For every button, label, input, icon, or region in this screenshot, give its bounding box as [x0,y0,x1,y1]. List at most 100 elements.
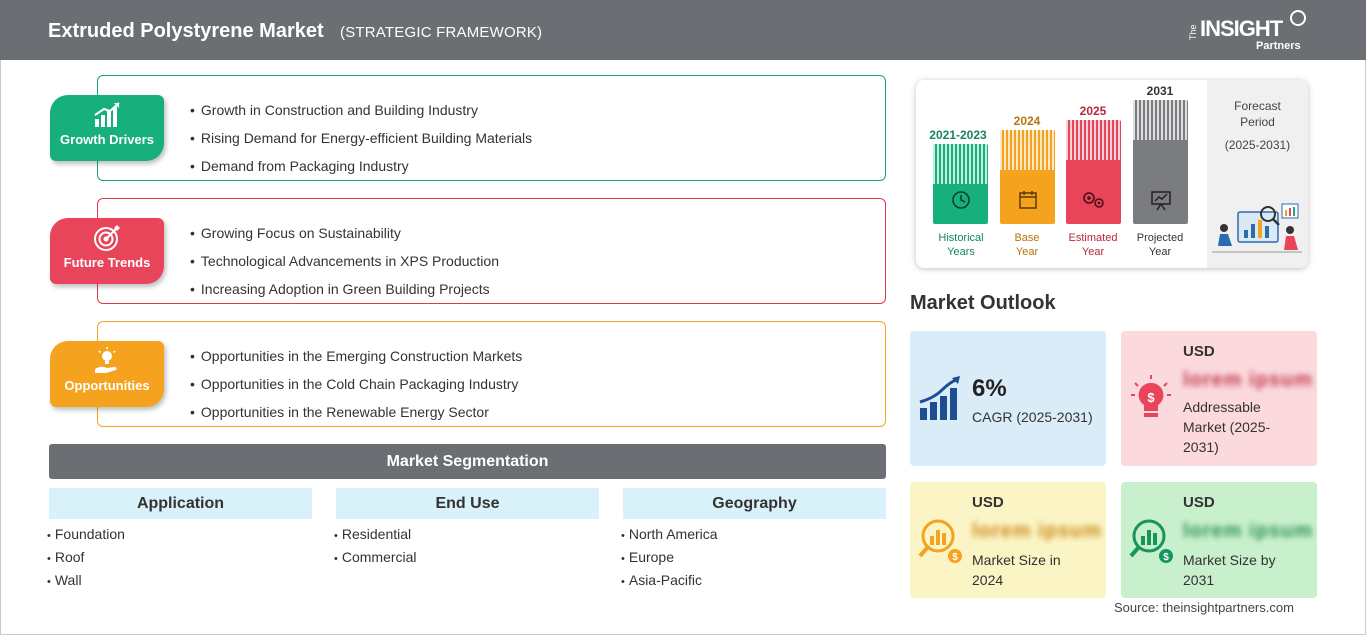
list-item: Foundation [47,524,125,547]
logo-ring-icon [1290,10,1306,26]
dollar-bulb-icon: $ [1129,375,1173,428]
currency-label: USD [972,494,1004,511]
bar-stripes [933,144,988,184]
dollar-chart-magnifier-icon: $ [1129,516,1175,569]
list-item: Technological Advancements in XPS Produc… [190,247,499,275]
addressable-value-blurred: lorem ipsum [1183,369,1313,391]
svg-text:$: $ [1147,390,1155,405]
logo-the: The [1188,24,1198,40]
label-estimated: Estimated Year [1058,231,1128,259]
badge-label: Growth Drivers [60,132,154,147]
currency-label: USD [1183,494,1215,511]
market-outlook-title: Market Outlook [910,292,1056,314]
future-trends-panel: Growing Focus on Sustainability Technolo… [97,198,886,304]
list-item: Growing Focus on Sustainability [190,219,499,247]
presentation-board-icon [1149,189,1173,216]
badge-label: Future Trends [63,255,151,270]
desc-line: Addressable [1183,399,1261,415]
opportunities-panel: Opportunities in the Emerging Constructi… [97,321,886,427]
dollar-chart-magnifier-icon: $ [918,516,964,569]
list-item: Rising Demand for Energy-efficient Build… [190,124,532,152]
segment-heading-application: Application [49,488,312,519]
currency-label: USD [1183,343,1215,360]
cagr-value: 6% [972,375,1007,402]
market-size-2024-card: USD $ lorem ipsum Market Size in 2024 [910,482,1106,598]
list-item: Commercial [334,547,417,570]
cagr-label: CAGR (2025-2031) [972,409,1093,425]
opportunities-list: Opportunities in the Emerging Constructi… [190,342,522,426]
logo-insight: INSIGHT [1200,16,1283,41]
label-historical: Historical Years [926,231,996,259]
label-line: Historical [938,232,984,244]
desc-line: Market (2025- [1183,419,1271,435]
application-list: Foundation Roof Wall [47,524,125,593]
desc-line: 2024 [972,572,1004,588]
list-item: Opportunities in the Cold Chain Packagin… [190,370,522,398]
calendar-icon [1017,189,1039,216]
list-item: Increasing Adoption in Green Building Pr… [190,275,499,303]
segment-heading-geography: Geography [623,488,886,519]
label-line: Estimated [1068,232,1118,244]
target-icon [50,224,164,254]
bar-estimated [1066,120,1121,224]
future-trends-list: Growing Focus on Sustainability Technolo… [190,219,499,303]
growth-drivers-panel: Growth in Construction and Building Indu… [97,75,886,181]
list-item: Growth in Construction and Building Indu… [190,96,532,124]
header-bar: Extruded Polystyrene Market (STRATEGIC F… [0,0,1366,60]
svg-text:$: $ [1163,552,1169,563]
market-size-2031-label: Market Size by 2031 [1183,550,1276,590]
geography-list: North America Europe Asia-Pacific [621,524,718,593]
market-size-2031-value-blurred: lorem ipsum [1183,520,1313,542]
badge-label: Opportunities [64,378,150,393]
growth-drivers-badge: Growth Drivers [50,95,164,161]
market-size-2024-label: Market Size in 2024 [972,550,1061,590]
market-segmentation-header: Market Segmentation [49,444,886,479]
growth-bars-icon [918,376,962,427]
label-line: Years [947,246,975,258]
growth-drivers-list: Growth in Construction and Building Indu… [190,96,532,180]
list-item: North America [621,524,718,547]
label-line: Year [1148,246,1172,258]
svg-text:$: $ [952,552,958,563]
desc-line: Market Size in [972,552,1061,568]
bar-stripes [1133,100,1188,140]
year-base: 2024 [1013,114,1041,128]
bar-stripes [1000,130,1055,170]
end-use-list: Residential Commercial [334,524,417,570]
label-line: Projected [1136,232,1184,244]
future-trends-badge: Future Trends [50,218,164,284]
history-clock-icon [950,189,972,216]
desc-line: 2031 [1183,572,1215,588]
market-size-2031-card: USD $ lorem ipsum Market Size by 2031 [1121,482,1317,598]
forecast-line: Forecast [1234,99,1281,113]
desc-line: Market Size by [1183,552,1276,568]
growth-chart-icon [50,101,164,131]
source-citation[interactable]: Source: theinsightpartners.com [1114,600,1294,615]
opportunities-badge: Opportunities [50,341,164,407]
list-item: Residential [334,524,417,547]
desc-line: 2031) [1183,439,1219,455]
year-estimated: 2025 [1079,104,1107,118]
list-item: Opportunities in the Renewable Energy Se… [190,398,522,426]
list-item: Asia-Pacific [621,570,718,593]
forecast-line: (2025-2031) [1224,138,1291,152]
list-item: Europe [621,547,718,570]
bar-projected [1133,100,1188,224]
label-line: Year [1081,246,1105,258]
idea-hand-icon [50,347,164,377]
page-subtitle: (STRATEGIC FRAMEWORK) [340,24,543,41]
list-item: Demand from Packaging Industry [190,152,532,180]
bar-stripes [1066,120,1121,160]
list-item: Opportunities in the Emerging Constructi… [190,342,522,370]
bar-historical [933,144,988,224]
gears-icon [1081,189,1107,216]
insight-partners-logo[interactable]: The INSIGHT Partners [1188,10,1308,54]
forecast-line: Period [1240,115,1275,129]
label-line: Year [1015,246,1039,258]
label-base: Base Year [992,231,1062,259]
logo-partners: Partners [1256,40,1301,52]
analysts-illustration-icon [1212,198,1302,263]
label-line: Base [1014,232,1040,244]
addressable-label: Addressable Market (2025- 2031) [1183,397,1270,457]
page-title: Extruded Polystyrene Market [48,20,324,42]
